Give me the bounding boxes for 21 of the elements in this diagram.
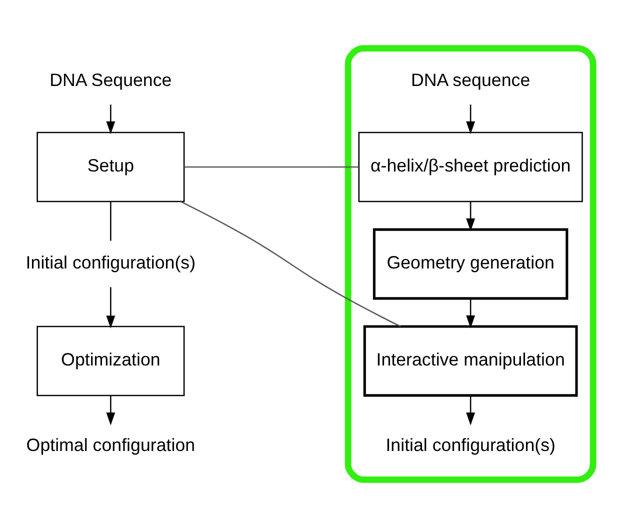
node-text: DNA sequence bbox=[411, 70, 530, 90]
node-text: Optimal configuration bbox=[26, 435, 196, 456]
arrow bbox=[466, 104, 476, 134]
arrow bbox=[106, 396, 116, 426]
node-text: DNA Sequence bbox=[50, 70, 172, 90]
connector bbox=[184, 166, 359, 168]
connector bbox=[180, 200, 401, 328]
node-text: Initial configuration(s) bbox=[26, 252, 196, 273]
node-box: Interactive manipulation bbox=[363, 325, 578, 397]
arrow bbox=[106, 287, 116, 328]
arrow bbox=[466, 396, 476, 426]
cluster bbox=[344, 45, 596, 483]
arrow bbox=[466, 298, 476, 328]
arrow bbox=[466, 202, 476, 232]
connector bbox=[110, 202, 112, 241]
node-text: Initial configuration(s) bbox=[386, 435, 556, 456]
node-box: α-helix/β-sheet prediction bbox=[358, 132, 583, 202]
arrow bbox=[106, 104, 116, 134]
node-box: Geometry generation bbox=[372, 228, 568, 300]
node-box: Setup bbox=[36, 132, 185, 202]
node-box: Optimization bbox=[36, 326, 185, 396]
